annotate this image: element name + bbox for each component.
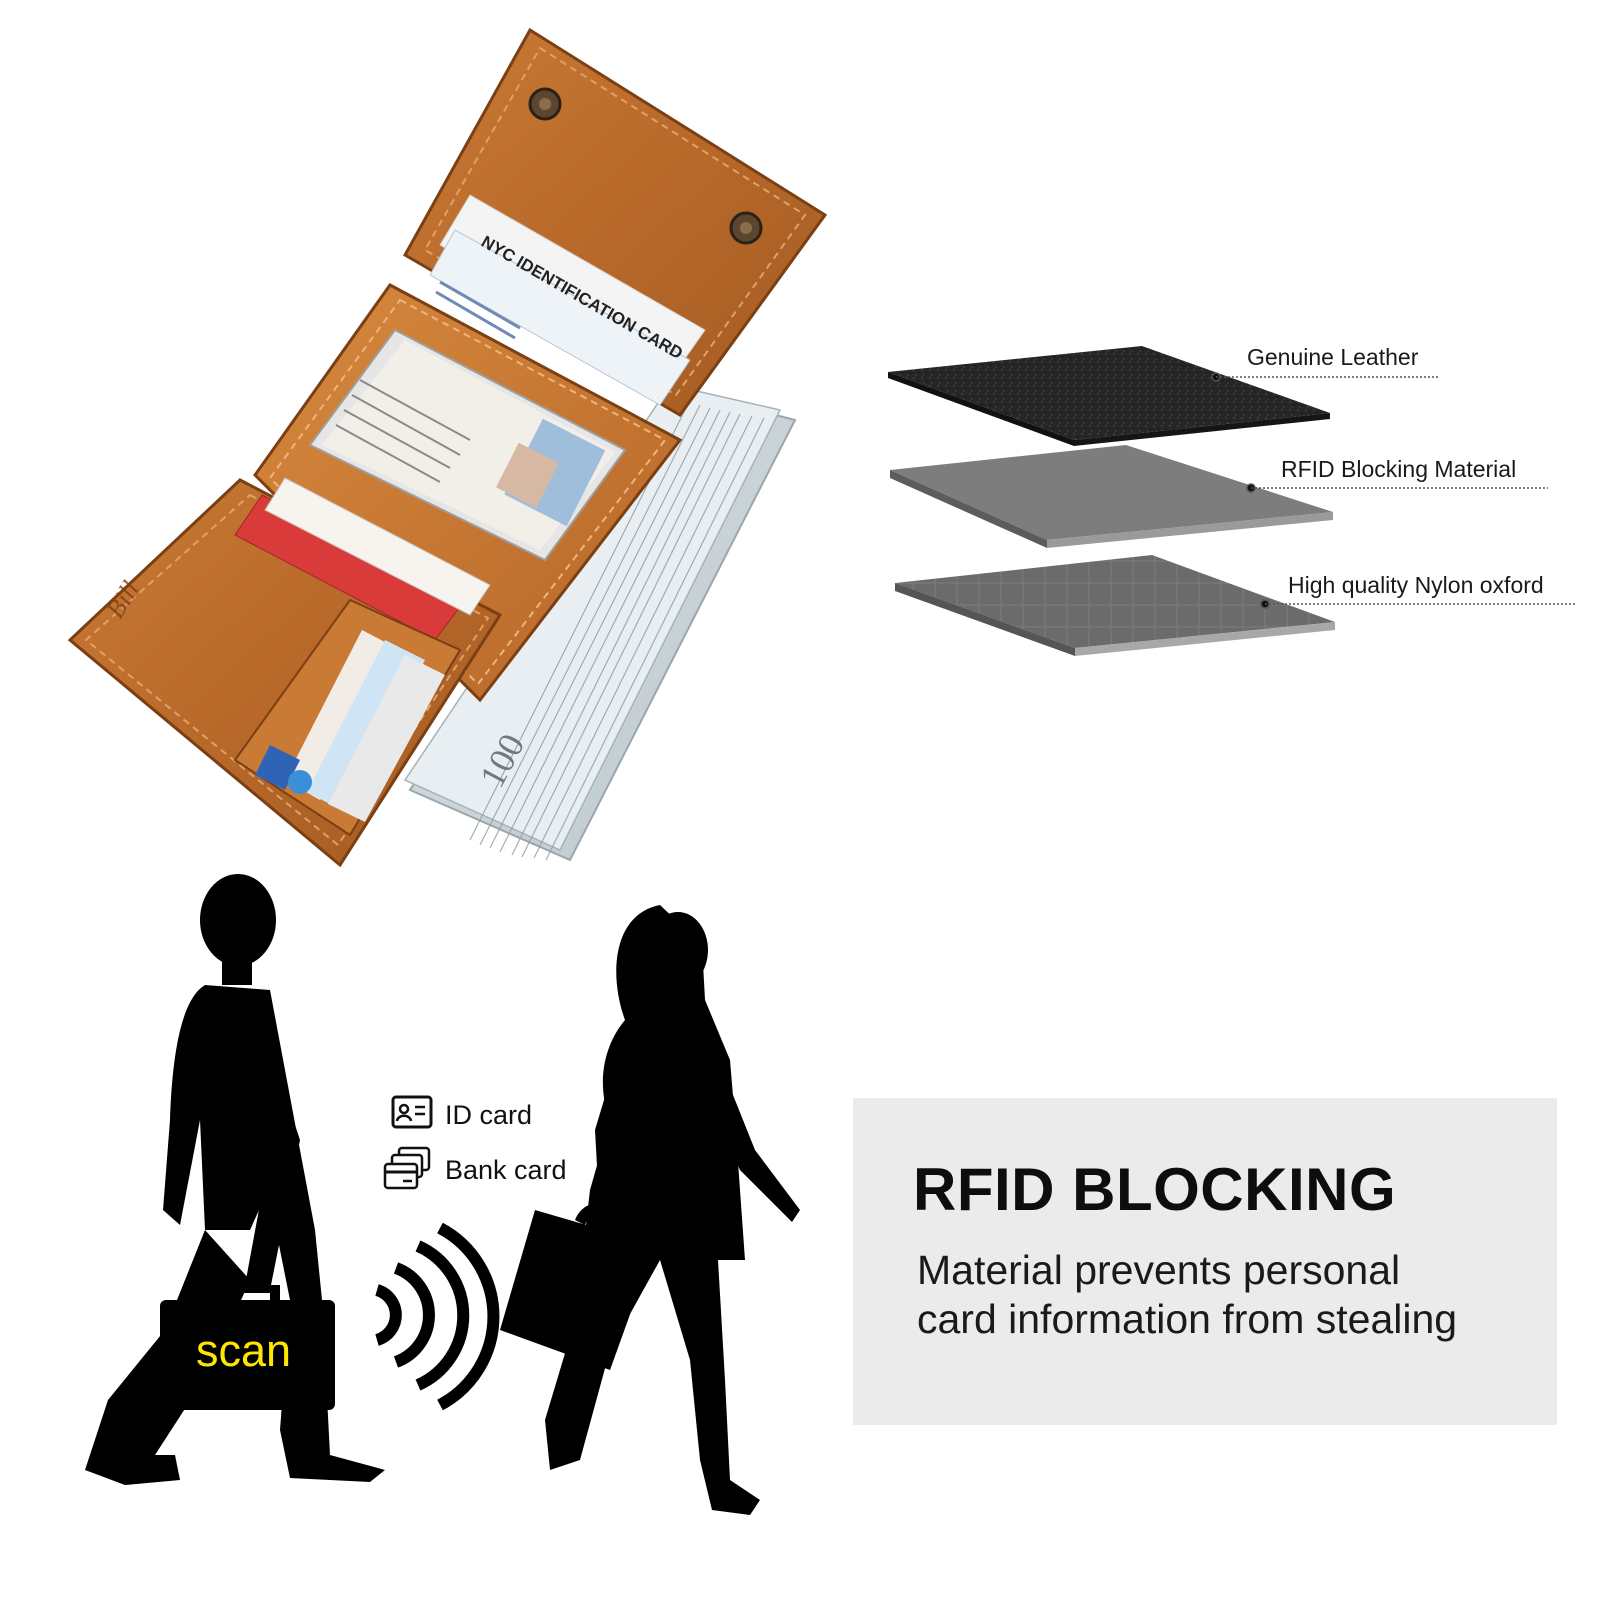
wallet-bottom-panel: Bill: [67, 477, 503, 868]
leather-layer-label: Genuine Leather: [1247, 344, 1419, 370]
rfid-info-panel: RFID BLOCKING Material prevents personal…: [853, 1098, 1557, 1425]
wallet-middle-panel: [253, 283, 683, 703]
rfid-title: RFID BLOCKING: [913, 1156, 1397, 1223]
layer-leader-lines: [1211, 372, 1575, 609]
material-layers-diagram: [888, 346, 1575, 656]
woman-silhouette: [500, 905, 800, 1515]
leather-layer: [888, 346, 1330, 446]
wallet-top-flap: [402, 27, 828, 417]
rfid-layer-label: RFID Blocking Material: [1281, 456, 1517, 482]
bank-cards-icon: [383, 1146, 433, 1197]
man-silhouette: [85, 874, 385, 1485]
rfid-layer: [890, 445, 1333, 548]
scan-label: scan: [196, 1325, 292, 1376]
rfid-description-line-2: card information from stealing: [917, 1296, 1458, 1342]
rfid-signal-icon: [374, 1222, 500, 1411]
bank-card-label: Bank card: [445, 1155, 567, 1185]
rfid-description: Material prevents personal card informat…: [917, 1246, 1557, 1344]
id-card-label: ID card: [445, 1100, 533, 1130]
nylon-layer-label: High quality Nylon oxford: [1288, 572, 1544, 598]
scene-silhouettes: [85, 874, 800, 1515]
nylon-layer: [895, 555, 1335, 656]
id-card-icon: [391, 1095, 433, 1134]
rfid-description-line-1: Material prevents personal: [917, 1247, 1401, 1293]
wallet-illustration: 100 NYC IDENTIFICATION CARD: [67, 27, 828, 868]
cash-stack: 100: [403, 384, 797, 862]
